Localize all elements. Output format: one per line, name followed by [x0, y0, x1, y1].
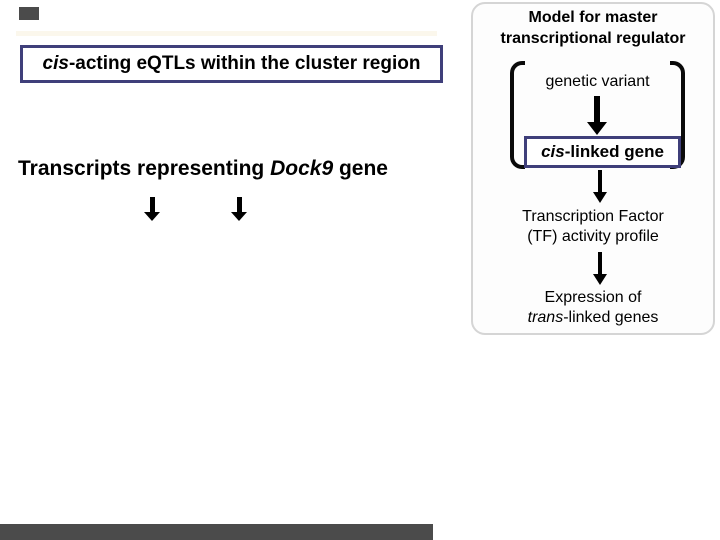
down-arrow-icon: [591, 170, 609, 203]
trans-italic: trans: [527, 309, 564, 326]
cis-eqtl-box: cis-acting eQTLs within the cluster regi…: [20, 45, 443, 83]
model-panel: [471, 2, 715, 335]
gray-artifact-bottom-bar: [0, 524, 433, 540]
cis-italic: cis: [541, 142, 565, 161]
down-arrow-icon: [584, 96, 610, 135]
tf-activity-label: Transcription Factor (TF) activity profi…: [478, 207, 708, 247]
cis-linked-gene-label-rest: -linked gene: [564, 142, 664, 161]
trans-expression-line2: trans-linked genes: [478, 308, 708, 328]
model-panel-title-line1: Model for master: [528, 9, 658, 26]
tf-activity-line2: (TF) activity profile: [527, 228, 659, 245]
down-arrow-head: [231, 212, 247, 221]
transcripts-label-post: gene: [333, 157, 388, 180]
down-arrow-stem: [598, 252, 602, 274]
trans-expression-rest: -linked genes: [563, 309, 659, 326]
transcripts-label-pre: Transcripts representing: [18, 157, 271, 180]
cis-linked-gene-box: cis-linked gene: [524, 136, 681, 168]
cis-linked-gene-label: cis-linked gene: [541, 142, 664, 162]
down-arrow-stem: [598, 170, 602, 192]
down-arrow-icon: [231, 197, 247, 221]
left-bracket-icon: [510, 61, 525, 169]
down-arrow-head: [593, 274, 607, 285]
trans-expression-label: Expression of trans-linked genes: [478, 288, 708, 328]
down-arrow-stem: [149, 197, 155, 212]
cis-eqtl-label: cis-acting eQTLs within the cluster regi…: [43, 53, 421, 75]
gray-artifact-top-left: [19, 7, 39, 20]
cis-italic: cis: [42, 53, 69, 74]
down-arrow-head: [144, 212, 160, 221]
model-panel-title-line2: transcriptional regulator: [500, 30, 686, 47]
down-arrow-head: [587, 122, 607, 135]
cis-eqtl-label-rest: -acting eQTLs within the cluster region: [68, 53, 421, 74]
down-arrow-icon: [144, 197, 160, 221]
trans-expression-line1: Expression of: [544, 289, 642, 306]
down-arrow-head: [593, 192, 607, 203]
genetic-variant-label: genetic variant: [545, 73, 650, 90]
down-arrow-stem: [236, 197, 242, 212]
faint-highlight-streak: [16, 31, 437, 36]
down-arrow-stem: [594, 96, 600, 122]
model-panel-title: Model for master transcriptional regulat…: [471, 7, 715, 49]
tf-activity-line1: Transcription Factor: [522, 208, 664, 225]
down-arrow-icon: [591, 252, 609, 285]
dock9-gene-italic: Dock9: [270, 157, 334, 180]
transcripts-label: Transcripts representing Dock9 gene: [18, 157, 458, 181]
